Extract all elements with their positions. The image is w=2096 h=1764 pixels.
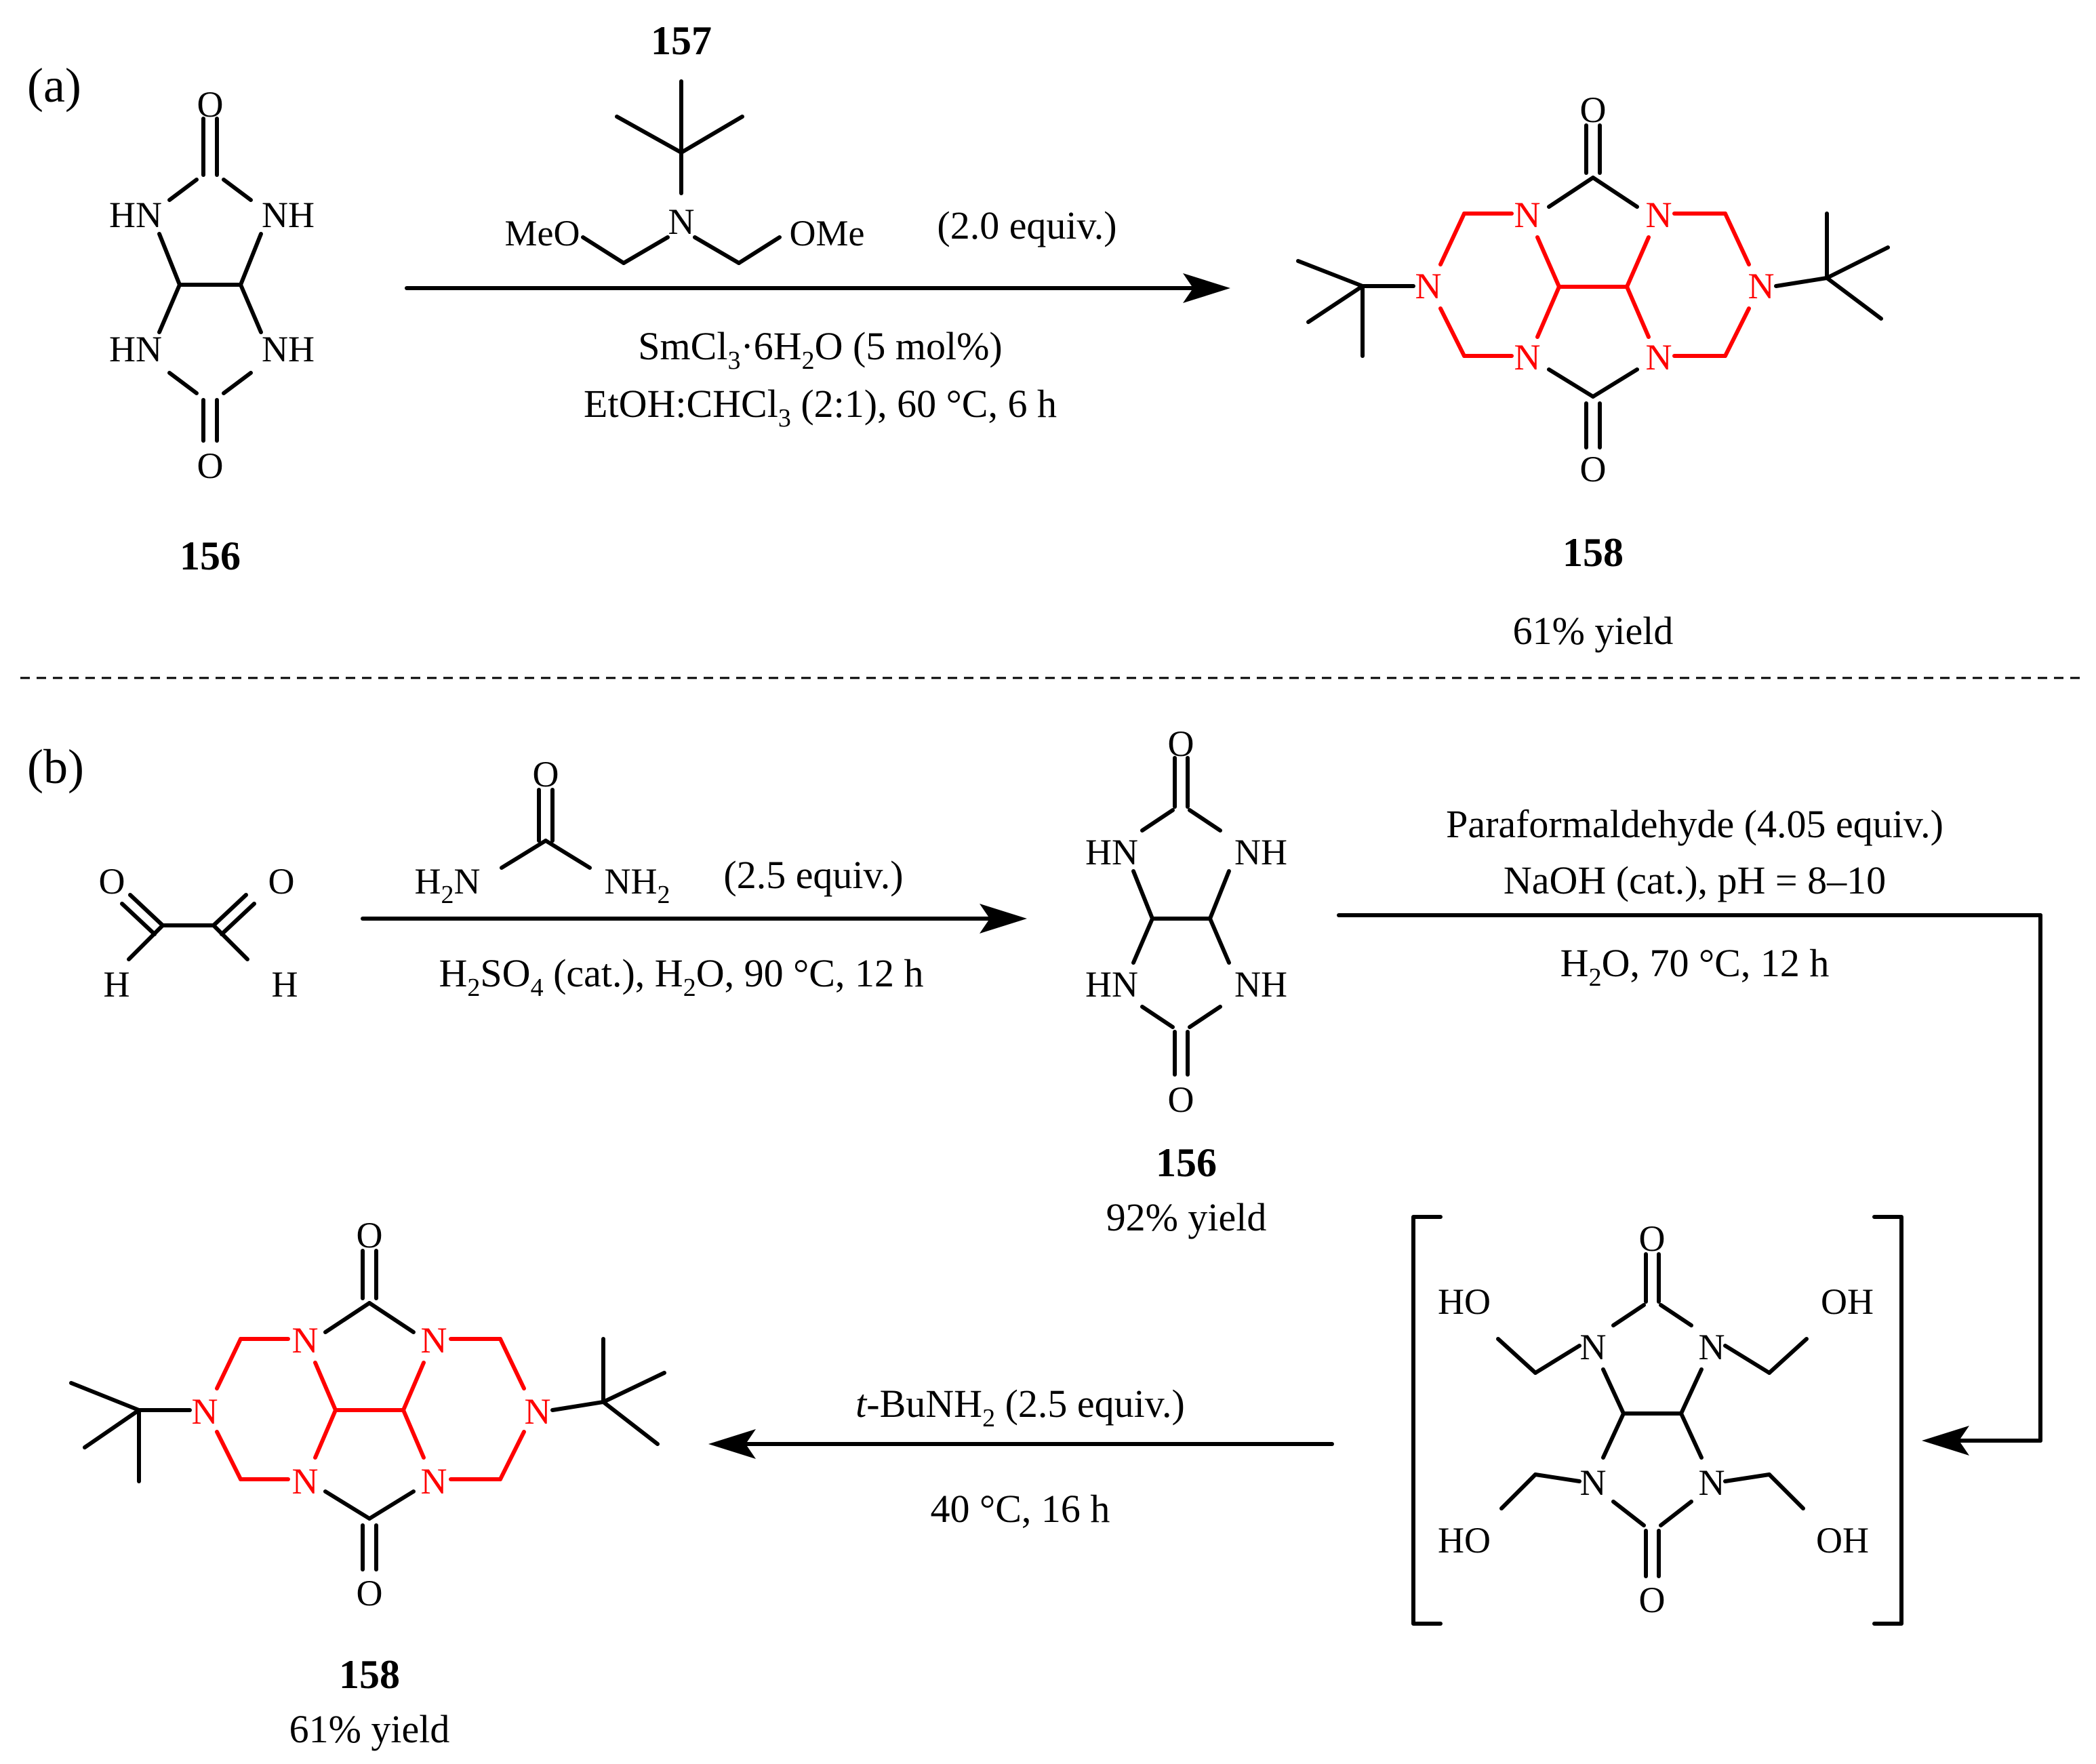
atom-hn: HN: [109, 329, 162, 369]
atom-n-red: N: [192, 1391, 218, 1432]
yield-158-b: 61% yield: [289, 1707, 450, 1751]
glycoluril-156-a: O HN NH HN NH O: [109, 84, 315, 486]
atom-n-red: N: [1646, 337, 1672, 378]
reaction-arrow-b1: [361, 904, 1027, 934]
atom-n-red: N: [1514, 195, 1541, 235]
atom-o: O: [357, 1573, 383, 1613]
reaction-arrow-b2: [1337, 913, 2042, 1456]
panel-b-tag: (b): [27, 740, 84, 794]
tetrakis-hydroxymethyl-glycoluril: O O N N N N HO OH HO OH: [1411, 1215, 1903, 1626]
atom-nh: NH: [1234, 964, 1287, 1005]
condition-b2-line-3: H2O, 70 °C, 12 h: [1560, 941, 1830, 992]
atom-nh: NH: [1234, 832, 1287, 873]
condition-b2-line-2: NaOH (cat.), pH = 8–10: [1504, 858, 1886, 902]
atom-o: O: [99, 861, 125, 902]
condition-b2-line-1: Paraformaldehyde (4.05 equiv.): [1446, 802, 1943, 846]
atom-hn: HN: [1085, 964, 1138, 1005]
compound-label-158-b: 158: [339, 1652, 400, 1697]
reaction-arrow-a: [405, 273, 1230, 303]
condition-a-line-2: EtOH:CHCl3 (2:1), 60 °C, 6 h: [584, 382, 1057, 433]
reagent-meo: MeO: [505, 213, 580, 254]
product-158-b: O O N N N N N N: [69, 1215, 666, 1613]
atom-n-red: N: [1514, 337, 1541, 378]
atom-n: N: [1580, 1462, 1607, 1503]
atom-oh: OH: [1816, 1520, 1869, 1561]
atom-ho: HO: [1438, 1520, 1491, 1561]
urea-h2n: H2N: [415, 861, 481, 909]
atom-o: O: [268, 861, 295, 902]
atom-o: O: [1168, 723, 1194, 764]
urea-equiv: (2.5 equiv.): [723, 853, 903, 897]
atom-n-red: N: [292, 1461, 319, 1502]
atom-o: O: [1639, 1218, 1666, 1259]
glyoxal: O O H H: [99, 861, 298, 1005]
atom-h: H: [272, 964, 298, 1005]
condition-b3-line-1: t-BuNH2 (2.5 equiv.): [855, 1382, 1185, 1432]
urea: O H2N NH2: [415, 754, 670, 909]
atom-o: O: [533, 754, 559, 795]
atom-n: N: [1699, 1327, 1725, 1367]
yield-158-a: 61% yield: [1513, 609, 1674, 653]
reagent-ome: OMe: [790, 213, 865, 254]
atom-h: H: [104, 964, 130, 1005]
atom-hn: HN: [109, 195, 162, 235]
compound-label-158-a: 158: [1563, 530, 1624, 575]
atom-n: N: [1580, 1327, 1607, 1367]
atom-n: N: [1699, 1462, 1725, 1503]
glycoluril-156-b: O HN NH HN NH O: [1085, 723, 1287, 1120]
condition-b1: H2SO4 (cat.), H2O, 90 °C, 12 h: [439, 951, 924, 1002]
atom-o: O: [1580, 89, 1607, 130]
yield-156-b: 92% yield: [1106, 1195, 1267, 1239]
atom-n-red: N: [421, 1461, 447, 1502]
atom-o: O: [357, 1215, 383, 1256]
reaction-arrow-b3: [708, 1429, 1334, 1459]
panel-a-tag: (a): [27, 58, 81, 113]
atom-o: O: [1639, 1580, 1666, 1620]
atom-o: O: [197, 445, 224, 486]
condition-a-line-1: SmCl3·6H2O (5 mol%): [638, 324, 1002, 375]
compound-label-156-a: 156: [180, 534, 241, 578]
atom-nh: NH: [262, 195, 315, 235]
atom-oh: OH: [1821, 1281, 1874, 1322]
reagent-equiv: (2.0 equiv.): [937, 203, 1116, 247]
product-158-a: O O N N N N N N: [1296, 89, 1890, 489]
atom-nh: NH: [262, 329, 315, 369]
atom-n-red: N: [525, 1391, 551, 1432]
atom-n-red: N: [421, 1320, 447, 1361]
atom-n-red: N: [292, 1320, 319, 1361]
condition-b3-line-2: 40 °C, 16 h: [931, 1487, 1110, 1531]
reagent-157: N MeO OMe: [505, 79, 865, 265]
atom-n-red: N: [1415, 266, 1442, 306]
atom-o: O: [1168, 1079, 1194, 1120]
atom-o: O: [1580, 449, 1607, 489]
atom-ho: HO: [1438, 1281, 1491, 1322]
compound-label-156-b: 156: [1156, 1140, 1217, 1185]
atom-n: N: [668, 201, 695, 242]
atom-o: O: [197, 84, 224, 125]
atom-hn: HN: [1085, 832, 1138, 873]
atom-n-red: N: [1646, 195, 1672, 235]
atom-n-red: N: [1748, 266, 1775, 306]
compound-label-157: 157: [651, 18, 712, 63]
urea-nh2: NH2: [605, 861, 670, 909]
